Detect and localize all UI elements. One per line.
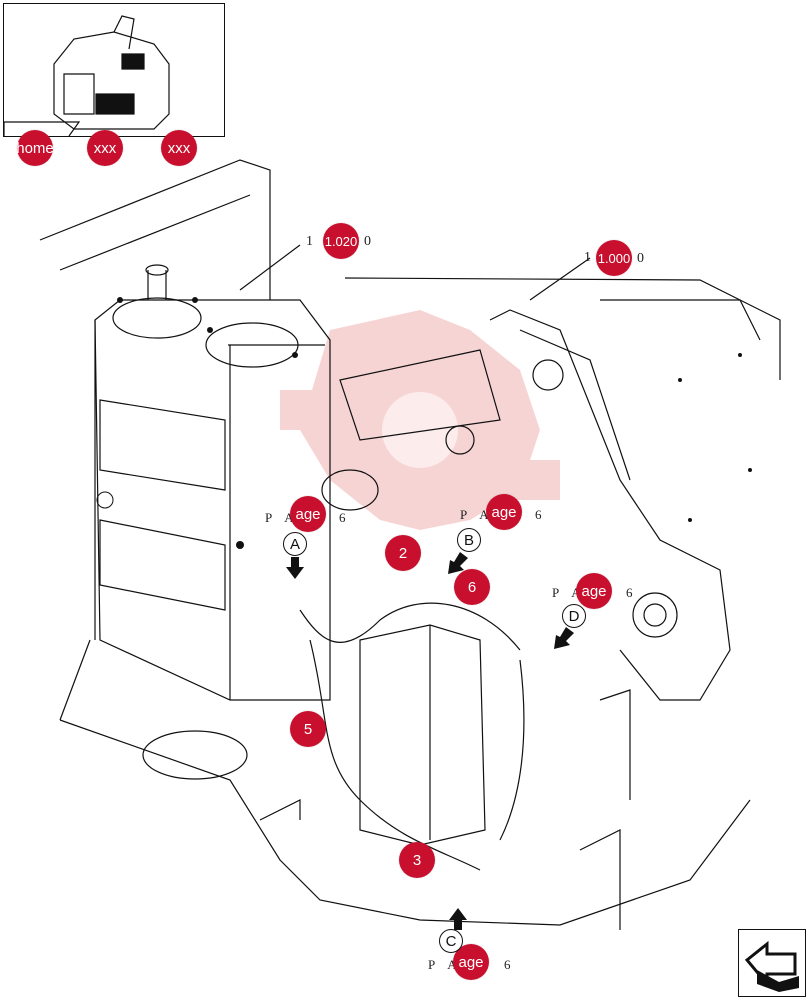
page-link-3-prefix: P A: [552, 585, 586, 600]
arrow-down-icon: [286, 557, 304, 579]
arrow-up-icon: [449, 908, 467, 930]
page-link-2-prefix: P A: [460, 507, 494, 522]
view-marker-d: D: [562, 604, 586, 628]
excavator-thumbnail-image: [3, 15, 170, 137]
view-marker-b: B: [457, 528, 481, 552]
back-navigation-button[interactable]: [738, 929, 806, 997]
callout-2[interactable]: 2: [385, 535, 421, 571]
view-marker-c: C: [439, 929, 463, 953]
ref-right-prefix: 1: [584, 250, 594, 265]
page-link-4-prefix: P A: [428, 957, 462, 972]
watermark-logo: [280, 310, 560, 530]
page-link-4-suffix: 6: [504, 957, 516, 972]
page-link-3-suffix: 6: [626, 585, 638, 600]
ref-left-link[interactable]: 1.020: [323, 223, 359, 259]
ref-right-suffix: 0: [637, 251, 647, 266]
detail-marks: [96, 297, 752, 549]
overview-thumbnail: [3, 3, 225, 137]
page-link-4[interactable]: age: [453, 944, 489, 980]
callout-5[interactable]: 5: [290, 711, 326, 747]
home-link[interactable]: home: [16, 130, 54, 166]
arrow-down-left-icon: [448, 552, 468, 574]
callout-6[interactable]: 6: [454, 569, 490, 605]
back-arrow-icon: [744, 940, 799, 992]
ref-left-suffix: 0: [364, 234, 374, 249]
ref-left-prefix: 1: [306, 234, 316, 249]
thumbnail-link-1[interactable]: xxx: [87, 130, 123, 166]
page-link-1[interactable]: age: [290, 496, 326, 532]
arrow-down-left-icon: [554, 627, 574, 649]
page-link-1-suffix: 6: [339, 510, 351, 525]
frame-lines: [39, 159, 781, 930]
page-link-2-suffix: 6: [535, 507, 547, 522]
page-link-3[interactable]: age: [576, 573, 612, 609]
callout-3[interactable]: 3: [399, 842, 435, 878]
ref-right-link[interactable]: 1.000: [596, 240, 632, 276]
page-link-2[interactable]: age: [486, 494, 522, 530]
thumbnail-link-2[interactable]: xxx: [161, 130, 197, 166]
view-marker-a: A: [283, 532, 307, 556]
page-link-1-prefix: P A: [265, 510, 299, 525]
